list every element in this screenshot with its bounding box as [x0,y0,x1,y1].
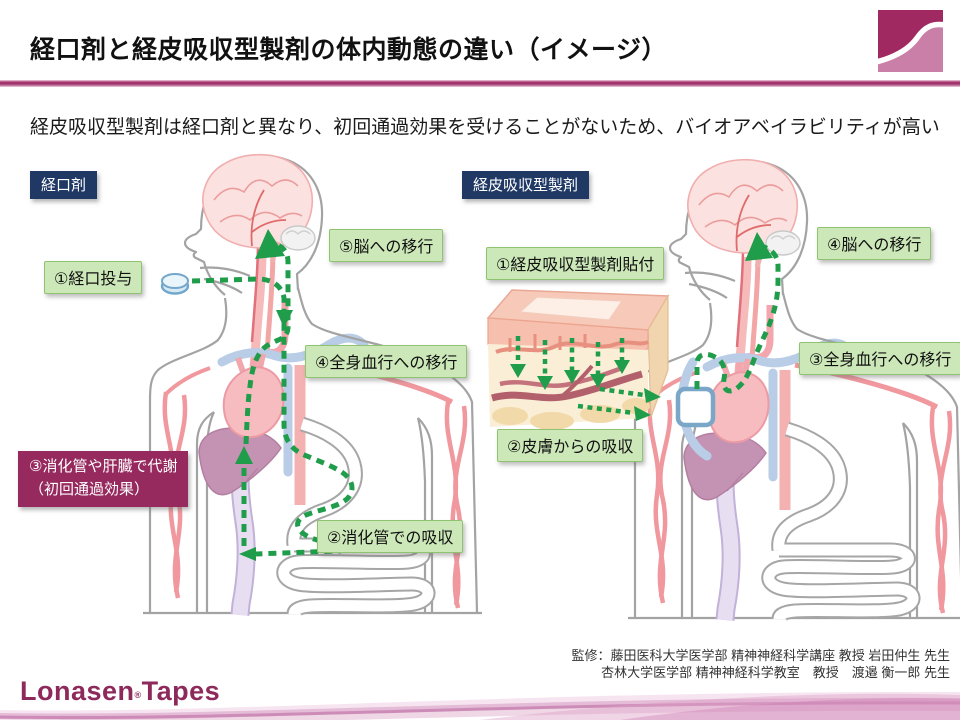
footer-wave-decoration [0,691,960,720]
page-title: 経口剤と経皮吸収型製剤の体内動態の違い（イメージ） [30,36,668,64]
transdermal-step-1-label: ①経皮吸収型製剤貼付 [486,247,665,280]
skin-absorption-arrows [515,336,645,416]
title-divider [0,80,960,87]
subtitle: 経皮吸収型製剤は経口剤と異なり、初回通過効果を受けることがないため、バイオアベイ… [30,117,940,138]
product-logo: Lonasen®Tapes [20,676,220,707]
patch-on-skin [518,296,624,321]
transdermal-route-arrows [694,244,781,394]
supervision-line-1: 監修：藤田医科大学医学部 精神神経科学講座 教授 岩田仲生 先生 [571,648,950,663]
supervision-line-2: 杏林大学医学部 精神神経科学教室 教授 渡邉 衡一郎 先生 [601,664,950,680]
brand-logo-icon [875,10,946,77]
transdermal-step-2-label: ②皮膚からの吸収 [497,429,644,462]
oral-step-1-label: ①経口投与 [44,261,143,294]
oral-step-2-label: ②消化管での吸収 [317,520,464,553]
product-logo-word1: Lonasen [20,676,135,706]
oral-step-5-label: ⑤脳への移行 [329,229,444,262]
transdermal-body-illustration [628,160,960,620]
oral-step-3-line2: （初回通過効果） [29,480,150,498]
oral-step-3-line1: ③消化管や肝臓で代謝 [29,458,178,475]
skin-cross-section [486,289,670,430]
oral-step-3-label: ③消化管や肝臓で代謝 （初回通過効果） [18,451,189,507]
transdermal-route-arrowheads [745,232,773,261]
skin-absorption-arrowheads [510,360,661,421]
registered-mark-icon: ® [134,690,142,700]
transdermal-step-3-label: ③全身血行への移行 [799,342,960,375]
pill-icon [160,273,190,295]
oral-tag: 経口剤 [30,171,98,199]
product-logo-word2: Tapes [141,676,221,706]
oral-body-illustration [143,155,482,615]
transdermal-step-4-label: ④脳への移行 [817,227,932,260]
patch-icon [675,386,716,428]
oral-route-arrows [191,241,355,557]
oral-step-4-label: ④全身血行への移行 [305,345,468,378]
supervision-credit: 監修：藤田医科大学医学部 精神神経科学講座 教授 岩田仲生 先生 杏林大学医学部… [572,648,950,682]
transdermal-tag: 経皮吸収型製剤 [462,171,590,199]
oral-route-arrowheads [235,229,293,561]
